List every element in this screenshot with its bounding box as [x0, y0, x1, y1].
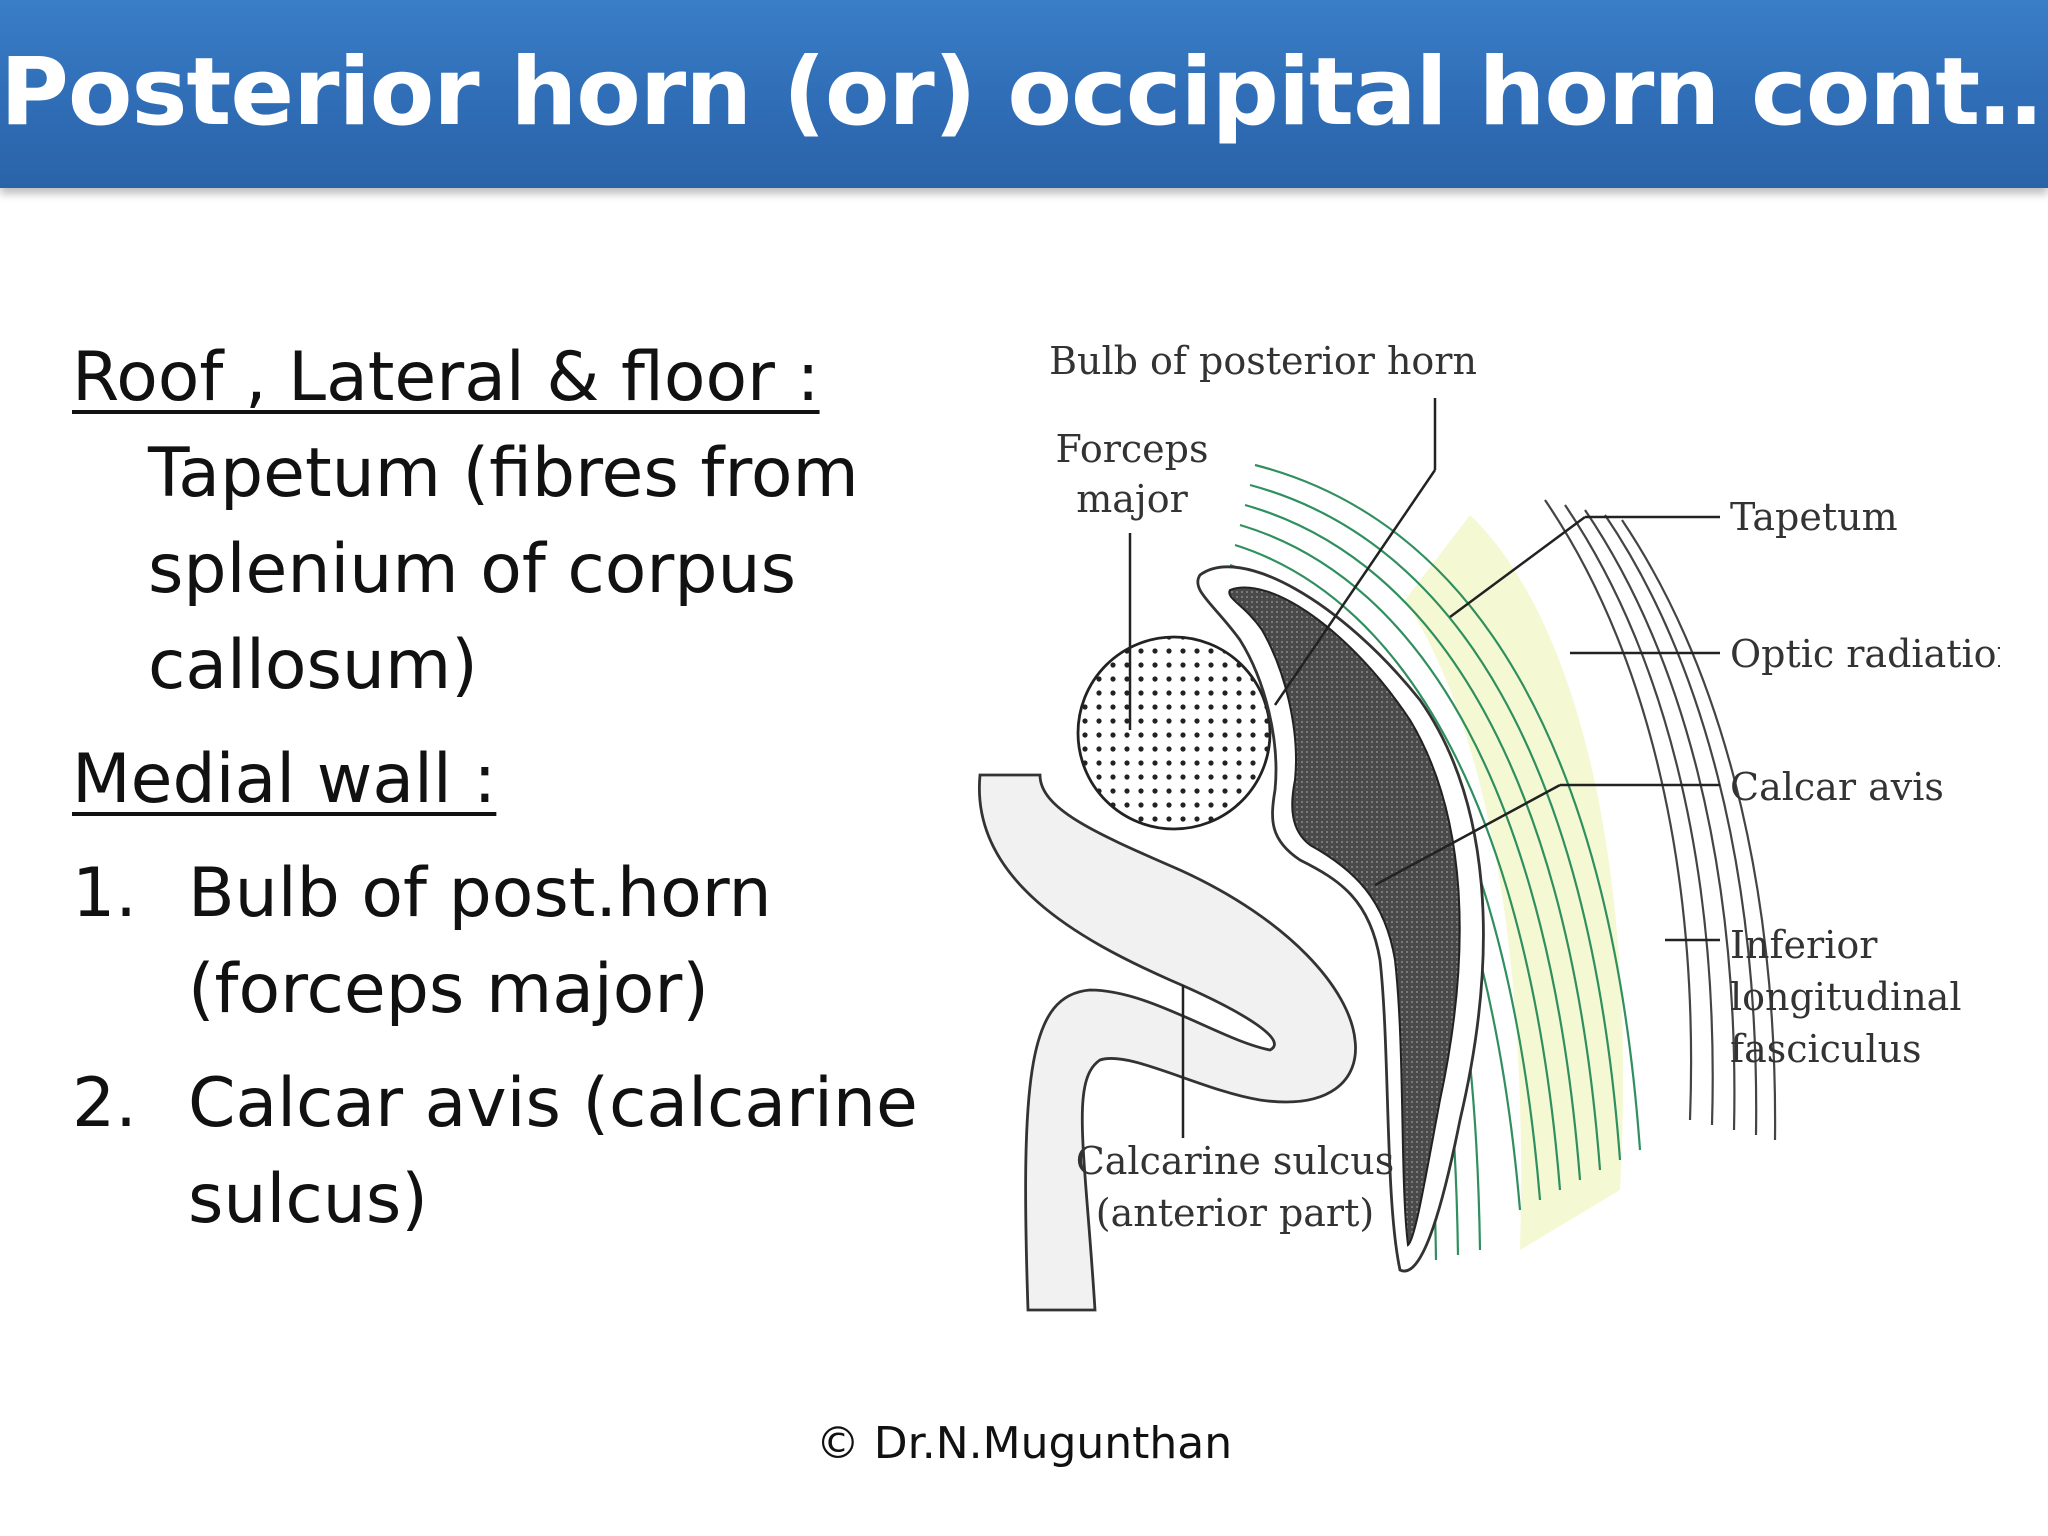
label-inferior-2: longitudinal	[1730, 975, 1962, 1019]
forceps-major-bulb	[1076, 635, 1272, 831]
leader-lines	[1128, 398, 1720, 1138]
list-line: (forceps major)	[188, 950, 709, 1029]
label-bulb: Bulb of posterior horn	[1049, 339, 1477, 383]
footer-credit: © Dr.N.Mugunthan	[815, 1418, 1233, 1469]
list-line: sulcus)	[188, 1160, 428, 1239]
slide-text: Roof , Lateral & floor : Tapetum (fibres…	[72, 330, 932, 1248]
roof-heading: Roof , Lateral & floor :	[72, 338, 820, 417]
roof-line-1: Tapetum (fibres from	[148, 434, 859, 513]
posterior-horn-diagram: Bulb of posterior horn Forceps major Tap…	[960, 320, 2000, 1320]
tapetum-fibres	[1544, 499, 1777, 1141]
label-tapetum: Tapetum	[1730, 495, 1898, 539]
list-number: 2.	[72, 1064, 137, 1143]
label-forceps-1: Forceps	[1056, 427, 1209, 471]
list-line: Calcar avis (calcarine	[188, 1064, 918, 1143]
list-item: 1. Bulb of post.horn (forceps major)	[72, 846, 932, 1038]
list-number: 1.	[72, 854, 137, 933]
list-item: 2. Calcar avis (calcarine sulcus)	[72, 1056, 932, 1248]
cortex-outline	[977, 773, 1357, 1312]
label-forceps-2: major	[1076, 477, 1188, 521]
posterior-horn-cavity	[1228, 586, 1461, 1247]
label-optic: Optic radiation	[1730, 632, 2000, 676]
list-line: Bulb of post.horn	[188, 854, 772, 933]
slide-title: Posterior horn (or) occipital horn cont…	[0, 38, 2048, 147]
diagram-svg: Bulb of posterior horn Forceps major Tap…	[977, 339, 2000, 1312]
title-bar: Posterior horn (or) occipital horn cont…	[0, 0, 2048, 188]
label-calcarine-1: Calcarine sulcus	[1076, 1139, 1395, 1183]
label-calcar: Calcar avis	[1730, 765, 1944, 809]
medial-heading: Medial wall :	[72, 740, 497, 819]
roof-line-2: splenium of corpus	[148, 530, 797, 609]
label-calcarine-2: (anterior part)	[1096, 1191, 1374, 1235]
label-inferior-1: Inferior	[1730, 923, 1878, 967]
label-inferior-3: fasciculus	[1730, 1027, 1922, 1071]
roof-line-3: callosum)	[148, 626, 478, 705]
